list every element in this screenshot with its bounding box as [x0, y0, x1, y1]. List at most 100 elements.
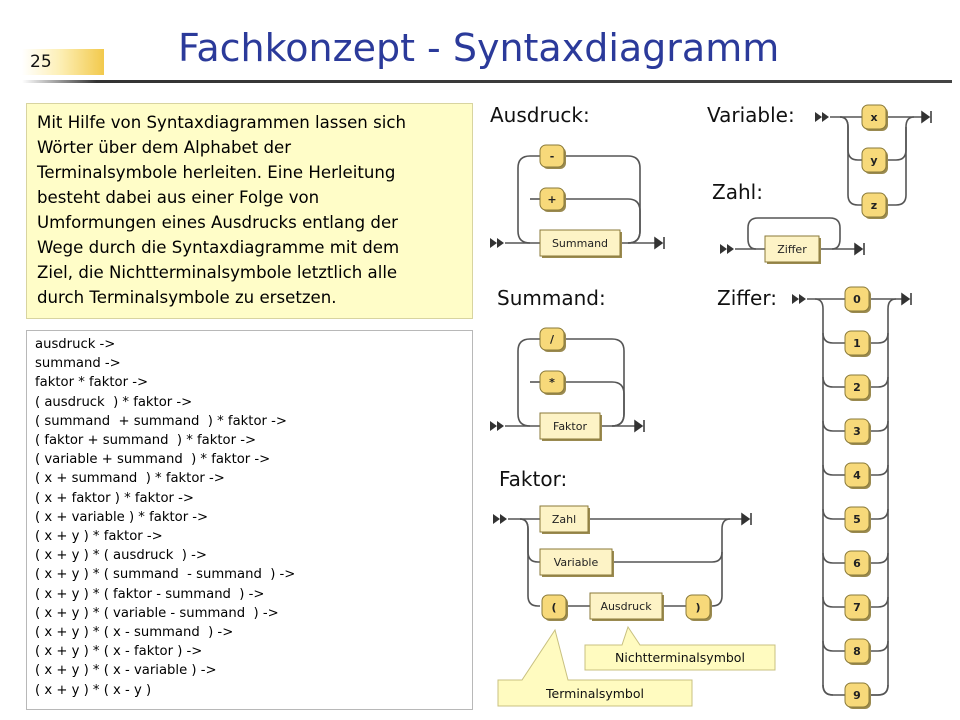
summand-start-arrows [490, 421, 504, 431]
derivation-box: ausdruck -> summand -> faktor * faktor -… [26, 330, 473, 710]
box-body [539, 229, 621, 257]
box-label: Summand [552, 237, 608, 250]
box-label: x [870, 111, 877, 124]
ziffer-digit-terminal: 7 [844, 594, 871, 621]
box-body [589, 592, 663, 620]
ausdruck-minus-terminal: - [539, 144, 566, 169]
derivation-line: ( x + y ) * ( ausdruck ) -> [35, 548, 207, 564]
ziffer-digit-terminal: 2 [844, 374, 871, 401]
ziffer-digit-terminal: 6 [844, 550, 871, 577]
ausdruck-plus-terminal: + [539, 187, 566, 212]
rail-line [822, 508, 845, 520]
derivation-line: ( x + faktor ) * faktor -> [35, 490, 194, 506]
faktor-open-paren-terminal: ( [541, 594, 568, 621]
faktor-end-arrows [741, 512, 752, 526]
box-body [539, 144, 565, 168]
rail-line [614, 518, 731, 563]
summand-divide-terminal: / [539, 327, 566, 352]
rail-line [822, 464, 845, 476]
ziffer-digit-terminal: 3 [844, 418, 871, 445]
box-label: / [550, 333, 555, 346]
box-label: 3 [853, 425, 861, 438]
faktor-diagram-label: Faktor: [499, 467, 568, 491]
intro-line: durch Terminalsymbole zu ersetzen. [37, 288, 337, 307]
variable-x-terminal: x [861, 104, 888, 131]
box-label: z [871, 199, 877, 212]
rail-line [822, 332, 845, 344]
derivation-line: ausdruck -> [35, 337, 116, 352]
box-label: Zahl [552, 513, 576, 526]
box-body [844, 550, 870, 576]
faktor-ausdruck-box: Ausdruck [589, 592, 664, 621]
ausdruck-summand-box: Summand [539, 229, 622, 258]
rail-line [822, 684, 845, 696]
rail-line [822, 376, 845, 388]
faktor-close-paren-terminal: ) [685, 594, 712, 621]
summand-faktor-box: Faktor [539, 412, 602, 441]
variable-end-arrows [921, 110, 932, 124]
box-label: 8 [853, 645, 861, 658]
rail-line [519, 518, 540, 607]
variable-start-arrows [815, 112, 829, 122]
box-body [539, 370, 565, 394]
box-body [844, 638, 870, 664]
terminal-callout-shape [497, 628, 693, 707]
box-body [844, 506, 870, 532]
derivation-line: ( x + y ) * ( faktor - summand ) -> [35, 586, 265, 602]
rail-line [562, 381, 625, 427]
terminal-callout-label: Terminalsymbol [545, 686, 644, 701]
derivation-line: ( summand + summand ) * faktor -> [35, 413, 287, 429]
rail-line [822, 640, 845, 652]
derivation-line: faktor * faktor -> [35, 375, 149, 391]
ausdruck-start-arrows [490, 238, 504, 248]
summand-end-arrows [634, 419, 645, 433]
box-body [844, 682, 870, 708]
derivation-line: summand -> [35, 356, 121, 372]
box-label: 9 [853, 689, 861, 702]
derivation-line: ( x + y ) * faktor -> [35, 529, 163, 545]
rail-line [869, 640, 889, 652]
box-body [541, 594, 567, 620]
box-body [844, 374, 870, 400]
variable-y-terminal: y [861, 147, 888, 174]
slide-number: 25 [30, 52, 52, 72]
intro-line: Terminalsymbole herleiten. Eine Herleitu… [37, 163, 396, 182]
summand-diagram-label: Summand: [497, 286, 606, 310]
faktor-start-arrows [493, 514, 507, 524]
intro-line: Mit Hilfe von Syntaxdiagrammen lassen si… [37, 113, 406, 132]
slide-number-bar [22, 49, 104, 75]
ziffer-digit-terminal: 1 [844, 330, 871, 357]
box-label: 2 [853, 381, 861, 394]
derivation-line: ( x + y ) * ( x - faktor ) -> [35, 644, 203, 660]
rail-line [517, 338, 540, 427]
ziffer-digit-terminal: 4 [844, 462, 871, 489]
intro-text-box: Mit Hilfe von Syntaxdiagrammen lassen si… [26, 103, 473, 319]
rail-line [517, 155, 540, 244]
box-body [539, 505, 589, 533]
ziffer-digit-terminal: 8 [844, 638, 871, 665]
nonterminal-callout-label: Nichtterminalsymbol [615, 650, 745, 665]
box-label: * [549, 376, 555, 389]
derivation-line: ( x + variable ) * faktor -> [35, 509, 209, 525]
box-label: Ausdruck [600, 600, 652, 613]
derivation-line: ( x + y ) * ( x - y ) [35, 682, 152, 698]
ziffer-digit-terminal: 5 [844, 506, 871, 533]
box-body [844, 418, 870, 444]
derivation-line: ( ausdruck ) * faktor -> [35, 394, 193, 410]
intro-line: besteht dabei aus einer Folge von [37, 188, 320, 207]
variable-z-terminal: z [861, 192, 888, 219]
intro-line: Umformungen eines Ausdrucks entlang der [37, 213, 398, 232]
intro-line: Ziel, die Nichtterminalsymbole letztlich… [37, 263, 398, 282]
box-label: 4 [853, 469, 861, 482]
box-body [844, 462, 870, 488]
box-label: Variable [554, 556, 599, 569]
rail-line [814, 298, 834, 696]
derivation-line: ( x + y ) * ( x - summand ) -> [35, 625, 234, 641]
ziffer-start-arrows [792, 294, 806, 304]
ziffer-digit-terminal: 0 [844, 286, 871, 313]
derivation-line: ( x + y ) * ( summand - summand ) -> [35, 567, 296, 583]
ausdruck-end-arrows [654, 236, 665, 250]
box-label: - [550, 150, 555, 163]
derivation-line: ( x + y ) * ( x - variable ) -> [35, 663, 217, 679]
box-label: 6 [853, 557, 861, 570]
